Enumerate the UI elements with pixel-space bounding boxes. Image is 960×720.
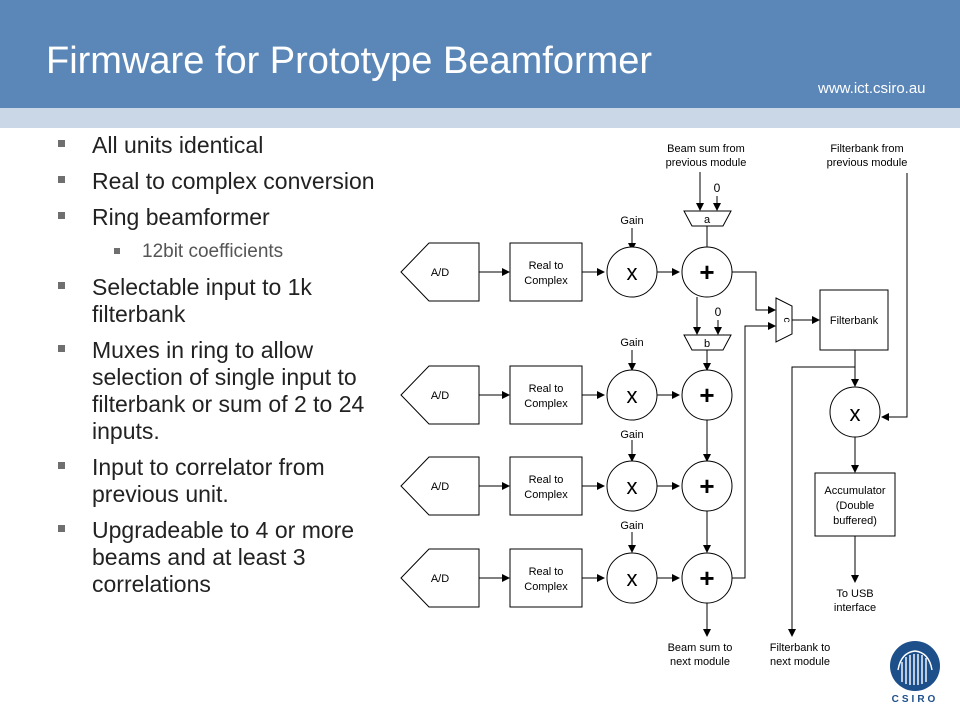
- adc-4-label: A/D: [431, 573, 449, 585]
- filterbank-block: [819, 289, 889, 351]
- beam-sum-to-label-line2: next module: [670, 656, 730, 668]
- adc-1-label: A/D: [431, 267, 449, 279]
- adc-3-label: A/D: [431, 481, 449, 493]
- mux-a-label: a: [704, 214, 711, 226]
- filterbank-label: Filterbank: [830, 315, 879, 327]
- rtc-3-label-line1: Real to: [529, 474, 564, 486]
- real-to-complex-4: [509, 548, 583, 608]
- adder-3-symbol: +: [699, 471, 714, 501]
- bullet-text: 12bit coefficients: [142, 241, 284, 262]
- gain-4-label: Gain: [620, 520, 643, 532]
- mux-a: [683, 210, 732, 227]
- real-to-complex-1: [509, 242, 583, 302]
- adder-4-symbol: +: [699, 563, 714, 593]
- mux-b: [683, 334, 732, 351]
- mux-b-label: b: [704, 338, 710, 350]
- bullet-list: All units identical Real to complex conv…: [56, 132, 396, 607]
- bullet-item: Upgradeable to 4 or more beams and at le…: [56, 517, 396, 598]
- multiplier-2-symbol: x: [627, 383, 638, 408]
- rtc-3-label-line2: Complex: [524, 489, 568, 501]
- correlator-multiplier-symbol: x: [850, 401, 861, 426]
- accumulator-label-line2: (Double: [836, 500, 875, 512]
- site-url: www.ict.csiro.au: [818, 80, 926, 97]
- multiplier-1-symbol: x: [627, 260, 638, 285]
- bullet-square-icon: [58, 345, 65, 352]
- rtc-4-label-line1: Real to: [529, 566, 564, 578]
- csiro-logo-icon: [890, 641, 940, 691]
- bullet-item: Ring beamformer: [56, 204, 396, 231]
- bullet-item: Muxes in ring to allow selection of sing…: [56, 337, 396, 445]
- sub-bullet-item: 12bit coefficients: [56, 240, 396, 264]
- bullet-square-icon: [58, 140, 65, 147]
- bullet-item: Selectable input to 1k filterbank: [56, 274, 396, 328]
- bullet-text: Upgradeable to 4 or more beams and at le…: [92, 517, 355, 597]
- rtc-4-label-line2: Complex: [524, 581, 568, 593]
- to-usb-label-line2: interface: [834, 602, 876, 614]
- rtc-1-label-line1: Real to: [529, 260, 564, 272]
- bullet-item: All units identical: [56, 132, 396, 159]
- header-band: [0, 108, 960, 128]
- bullet-text: All units identical: [92, 132, 264, 158]
- bullet-text: Input to correlator from previous unit.: [92, 454, 325, 507]
- multiplier-4-symbol: x: [627, 566, 638, 591]
- filterbank-to-label-line2: next module: [770, 656, 830, 668]
- gain-3-label: Gain: [620, 429, 643, 441]
- mux-c-label: c: [781, 318, 792, 323]
- bullet-square-icon: [58, 282, 65, 289]
- bullet-item: Real to complex conversion: [56, 168, 396, 195]
- filterbank-from-prev-wire: [881, 173, 908, 421]
- bullet-text: Selectable input to 1k filterbank: [92, 274, 312, 327]
- gain-1-label: Gain: [620, 215, 643, 227]
- gain-2-label: Gain: [620, 337, 643, 349]
- filterbank-from-label-line2: previous module: [827, 157, 908, 169]
- accumulator-label-line3: buffered): [833, 515, 877, 527]
- rtc-2-label-line1: Real to: [529, 383, 564, 395]
- bullet-square-icon: [58, 212, 65, 219]
- accumulator-block: [814, 472, 896, 537]
- beam-sum-from-label-line1: Beam sum from: [667, 143, 745, 155]
- adder-4-to-mux-c-wire: [732, 322, 776, 579]
- header-bar: [0, 0, 960, 108]
- adder-1-to-mux-c-wire: [732, 271, 776, 314]
- filterbank-to-next-wire: [788, 366, 855, 637]
- adder-1-symbol: +: [699, 257, 714, 287]
- filterbank-to-label-line1: Filterbank to: [770, 642, 831, 654]
- adder-2-symbol: +: [699, 380, 714, 410]
- filterbank-from-label-line1: Filterbank from: [830, 143, 903, 155]
- zero-b-label: 0: [715, 305, 722, 319]
- beam-sum-from-label-line2: previous module: [666, 157, 747, 169]
- bullet-square-icon: [114, 248, 120, 254]
- bullet-text: Muxes in ring to allow selection of sing…: [92, 337, 365, 444]
- bullet-square-icon: [58, 525, 65, 532]
- real-to-complex-3: [509, 456, 583, 516]
- bullet-square-icon: [58, 462, 65, 469]
- beam-sum-to-label-line1: Beam sum to: [668, 642, 733, 654]
- multiplier-3-symbol: x: [627, 474, 638, 499]
- accumulator-label-line1: Accumulator: [824, 485, 885, 497]
- rtc-1-label-line2: Complex: [524, 275, 568, 287]
- adc-2-label: A/D: [431, 390, 449, 402]
- bullet-text: Real to complex conversion: [92, 168, 375, 194]
- zero-a-label: 0: [714, 181, 721, 195]
- bullet-text: Ring beamformer: [92, 204, 270, 230]
- rtc-2-label-line2: Complex: [524, 398, 568, 410]
- to-usb-label-line1: To USB: [836, 588, 873, 600]
- real-to-complex-2: [509, 365, 583, 425]
- slide-title: Firmware for Prototype Beamformer: [46, 40, 653, 82]
- bullet-item: Input to correlator from previous unit.: [56, 454, 396, 508]
- bullet-square-icon: [58, 176, 65, 183]
- csiro-logo-text: CSIRO: [891, 694, 939, 705]
- mux-c: [775, 297, 793, 343]
